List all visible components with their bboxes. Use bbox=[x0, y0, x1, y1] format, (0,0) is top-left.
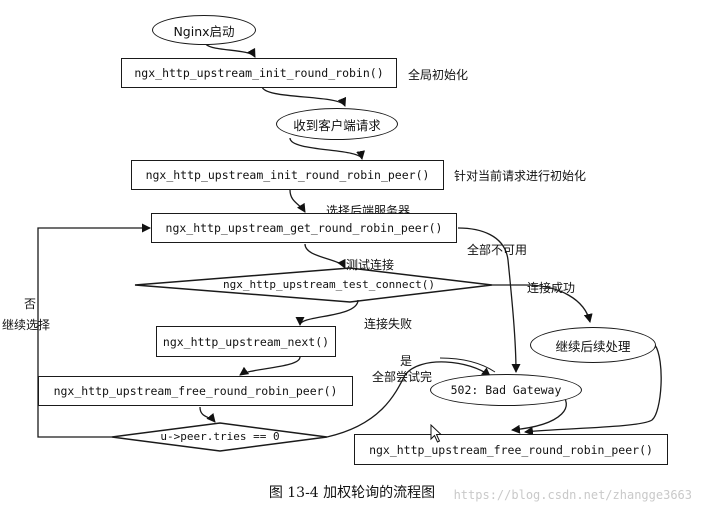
edge-next-to-free bbox=[239, 356, 301, 376]
no-note: 否 bbox=[24, 297, 37, 311]
receive-request-node: 收到客户端请求 bbox=[276, 108, 398, 140]
mouse-cursor-icon bbox=[430, 424, 443, 443]
edge-tries-to-get bbox=[37, 223, 151, 438]
upstream-next-label: ngx_http_upstream_next() bbox=[162, 334, 330, 349]
edge-yes-hint bbox=[439, 357, 496, 373]
tries-check-label: u->peer.tries == 0 bbox=[160, 430, 280, 443]
free-round-robin-peer-left-label: ngx_http_upstream_free_round_robin_peer(… bbox=[53, 384, 338, 398]
edge-continue-to-free-bottom bbox=[524, 344, 662, 436]
edge-init-to-receive bbox=[261, 85, 347, 107]
all-tried-note: 全部尝试完 bbox=[372, 370, 433, 384]
edge-initpeer-to-get bbox=[289, 189, 306, 213]
edge-free-to-tries bbox=[199, 406, 216, 423]
edge-test-to-continue bbox=[492, 284, 593, 323]
edge-tries-to-502 bbox=[326, 361, 491, 438]
watermark: https://blog.csdn.net/zhangge3663 bbox=[453, 488, 692, 502]
continue-select-note: 继续选择 bbox=[2, 318, 51, 332]
edge-get-to-502 bbox=[457, 227, 521, 373]
continue-processing-label: 继续后续处理 bbox=[555, 338, 631, 354]
connect-success-note: 连接成功 bbox=[527, 281, 576, 295]
tries-check-diamond bbox=[111, 422, 328, 452]
nginx-start-label: Nginx启动 bbox=[173, 23, 235, 39]
all-unavailable-note: 全部不可用 bbox=[467, 243, 528, 257]
get-round-robin-peer-box: ngx_http_upstream_get_round_robin_peer() bbox=[151, 213, 457, 243]
test-connection-note: 测试连接 bbox=[346, 258, 395, 272]
bad-gateway-label: 502: Bad Gateway bbox=[450, 383, 562, 397]
init-round-robin-peer-box: ngx_http_upstream_init_round_robin_peer(… bbox=[131, 160, 444, 190]
continue-processing-node: 继续后续处理 bbox=[530, 327, 656, 363]
free-round-robin-peer-bottom-label: ngx_http_upstream_free_round_robin_peer(… bbox=[369, 442, 653, 457]
edge-test-to-next bbox=[295, 299, 359, 326]
free-round-robin-peer-left-box: ngx_http_upstream_free_round_robin_peer(… bbox=[38, 376, 353, 406]
init-round-robin-label: ngx_http_upstream_init_round_robin() bbox=[134, 66, 384, 80]
receive-request-label: 收到客户端请求 bbox=[293, 117, 381, 133]
test-connect-label: ngx_http_upstream_test_connect() bbox=[223, 278, 435, 291]
edge-receive-to-initpeer bbox=[289, 137, 365, 160]
init-round-robin-box: ngx_http_upstream_init_round_robin() bbox=[121, 58, 397, 88]
figure-caption: 图 13-4 加权轮询的流程图 bbox=[268, 485, 436, 501]
get-round-robin-peer-label: ngx_http_upstream_get_round_robin_peer() bbox=[165, 221, 443, 235]
free-round-robin-peer-bottom-box: ngx_http_upstream_free_round_robin_peer(… bbox=[354, 434, 668, 465]
init-for-request-note: 针对当前请求进行初始化 bbox=[454, 169, 587, 183]
init-round-robin-peer-label: ngx_http_upstream_init_round_robin_peer(… bbox=[145, 168, 430, 182]
connect-fail-note: 连接失败 bbox=[364, 317, 413, 331]
yes-note: 是 bbox=[400, 354, 413, 368]
test-connect-diamond bbox=[134, 267, 493, 303]
global-init-note: 全局初始化 bbox=[408, 68, 469, 82]
upstream-next-box: ngx_http_upstream_next() bbox=[156, 326, 336, 357]
bad-gateway-node: 502: Bad Gateway bbox=[430, 374, 582, 406]
edge-get-to-test bbox=[304, 243, 346, 269]
nginx-start-node: Nginx启动 bbox=[152, 15, 256, 45]
